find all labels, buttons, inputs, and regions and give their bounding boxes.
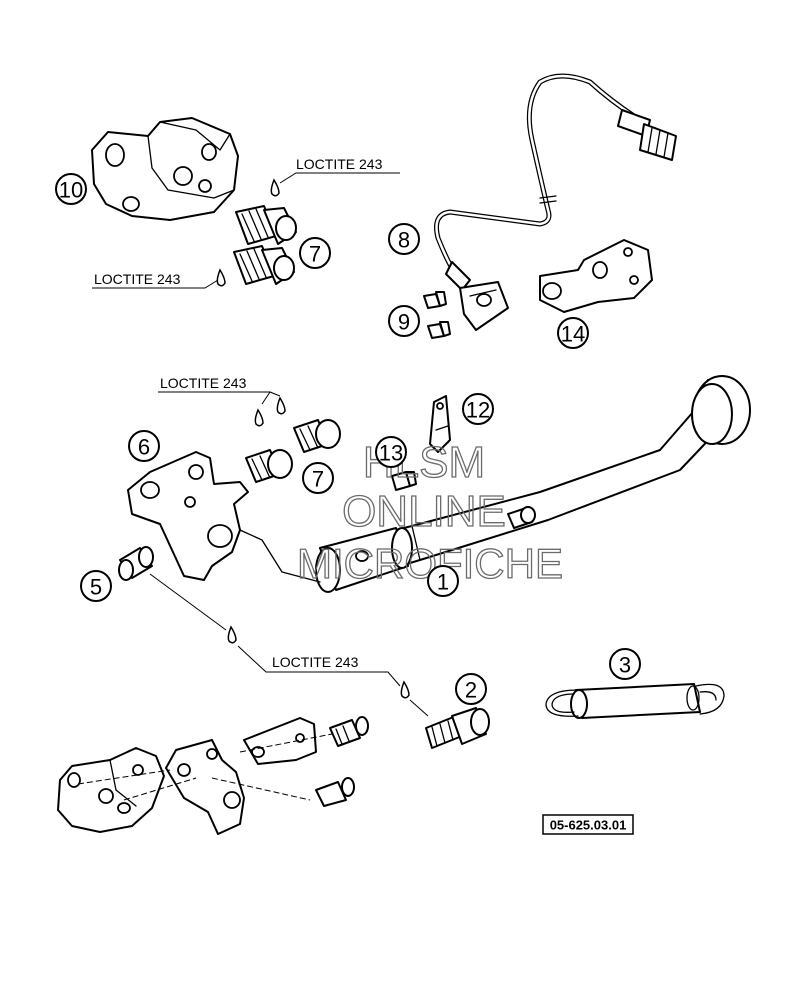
svg-text:2: 2 xyxy=(465,678,477,703)
callout-14: 14 xyxy=(557,317,589,349)
loctite-label: LOCTITE 243 xyxy=(160,375,247,391)
callout-10: 10 xyxy=(55,173,87,205)
callout-7: 7 xyxy=(302,462,334,494)
svg-text:1: 1 xyxy=(437,570,449,595)
part-8-sensor-cable xyxy=(434,73,677,331)
callout-8: 8 xyxy=(388,223,420,255)
part-14-sensor-plate xyxy=(539,239,653,313)
callout-12: 12 xyxy=(462,393,494,425)
callout-3: 3 xyxy=(609,648,641,680)
loctite-drop-icon xyxy=(400,680,410,699)
bolt-upper xyxy=(235,205,297,245)
callout-2: 2 xyxy=(455,673,487,705)
svg-text:13: 13 xyxy=(379,441,403,466)
part-2-stud-bolt xyxy=(425,707,490,749)
callout-7: 7 xyxy=(299,237,331,269)
part-7-bolts-top xyxy=(233,205,297,285)
loctite-drop-icon xyxy=(254,408,264,427)
loctite-label: LOCTITE 243 xyxy=(272,654,359,670)
bolt-lower xyxy=(233,245,295,285)
svg-text:6: 6 xyxy=(138,435,150,460)
reference-code-box: 05-625.03.01 xyxy=(542,814,634,835)
part-7-bolts-middle xyxy=(245,419,341,483)
part-13-screw xyxy=(391,471,417,491)
callout-6: 6 xyxy=(128,430,160,462)
svg-text:12: 12 xyxy=(466,398,490,423)
part-1-side-stand xyxy=(315,375,751,593)
loctite-drop-icon xyxy=(270,178,280,197)
svg-text:14: 14 xyxy=(561,322,585,347)
watermark-line-2: ONLINE xyxy=(342,487,506,536)
callout-1: 1 xyxy=(427,565,459,597)
reference-code: 05-625.03.01 xyxy=(550,818,627,833)
assembly-sketch xyxy=(57,716,369,835)
part-12-spring-hook xyxy=(429,395,451,453)
svg-text:10: 10 xyxy=(59,178,83,203)
loctite-drop-icon xyxy=(216,268,226,287)
loctite-drop-icon xyxy=(227,625,237,644)
svg-text:3: 3 xyxy=(619,653,631,678)
callout-9: 9 xyxy=(388,305,420,337)
loctite-label: LOCTITE 243 xyxy=(94,271,181,287)
part-10-mounting-bracket xyxy=(91,117,239,221)
part-5-pin xyxy=(118,546,154,581)
part-9-screws xyxy=(423,291,451,339)
loctite-label: LOCTITE 243 xyxy=(296,156,383,172)
svg-text:5: 5 xyxy=(90,575,102,600)
svg-text:8: 8 xyxy=(398,228,410,253)
svg-text:7: 7 xyxy=(312,467,324,492)
callout-13: 13 xyxy=(375,436,407,468)
callout-5: 5 xyxy=(80,570,112,602)
part-6-stand-bracket xyxy=(127,451,321,583)
svg-text:7: 7 xyxy=(309,242,321,267)
svg-text:9: 9 xyxy=(398,310,410,335)
loctite-drop-icon xyxy=(276,396,286,415)
part-3-spring xyxy=(545,683,725,719)
